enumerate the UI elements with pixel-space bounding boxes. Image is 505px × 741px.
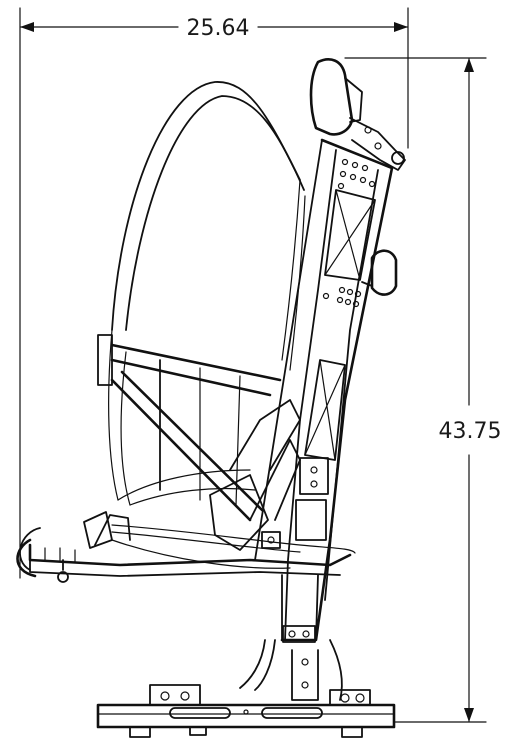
base-rail	[96, 703, 396, 729]
headrest-assembly	[309, 58, 406, 171]
parachute-container	[108, 81, 306, 506]
seat-base	[96, 574, 396, 738]
height-dimension-label: 43.75	[439, 419, 502, 444]
frame-hole-pattern-top	[337, 158, 376, 190]
seat-pan	[16, 511, 356, 583]
side-handle	[361, 249, 398, 296]
width-dimension-label: 25.64	[187, 16, 250, 41]
frame-hole-pattern-mid	[322, 286, 362, 308]
seat-bucket	[97, 334, 301, 551]
width-dimension: 25.64	[19, 7, 409, 579]
height-dimension: 43.75	[344, 57, 502, 723]
